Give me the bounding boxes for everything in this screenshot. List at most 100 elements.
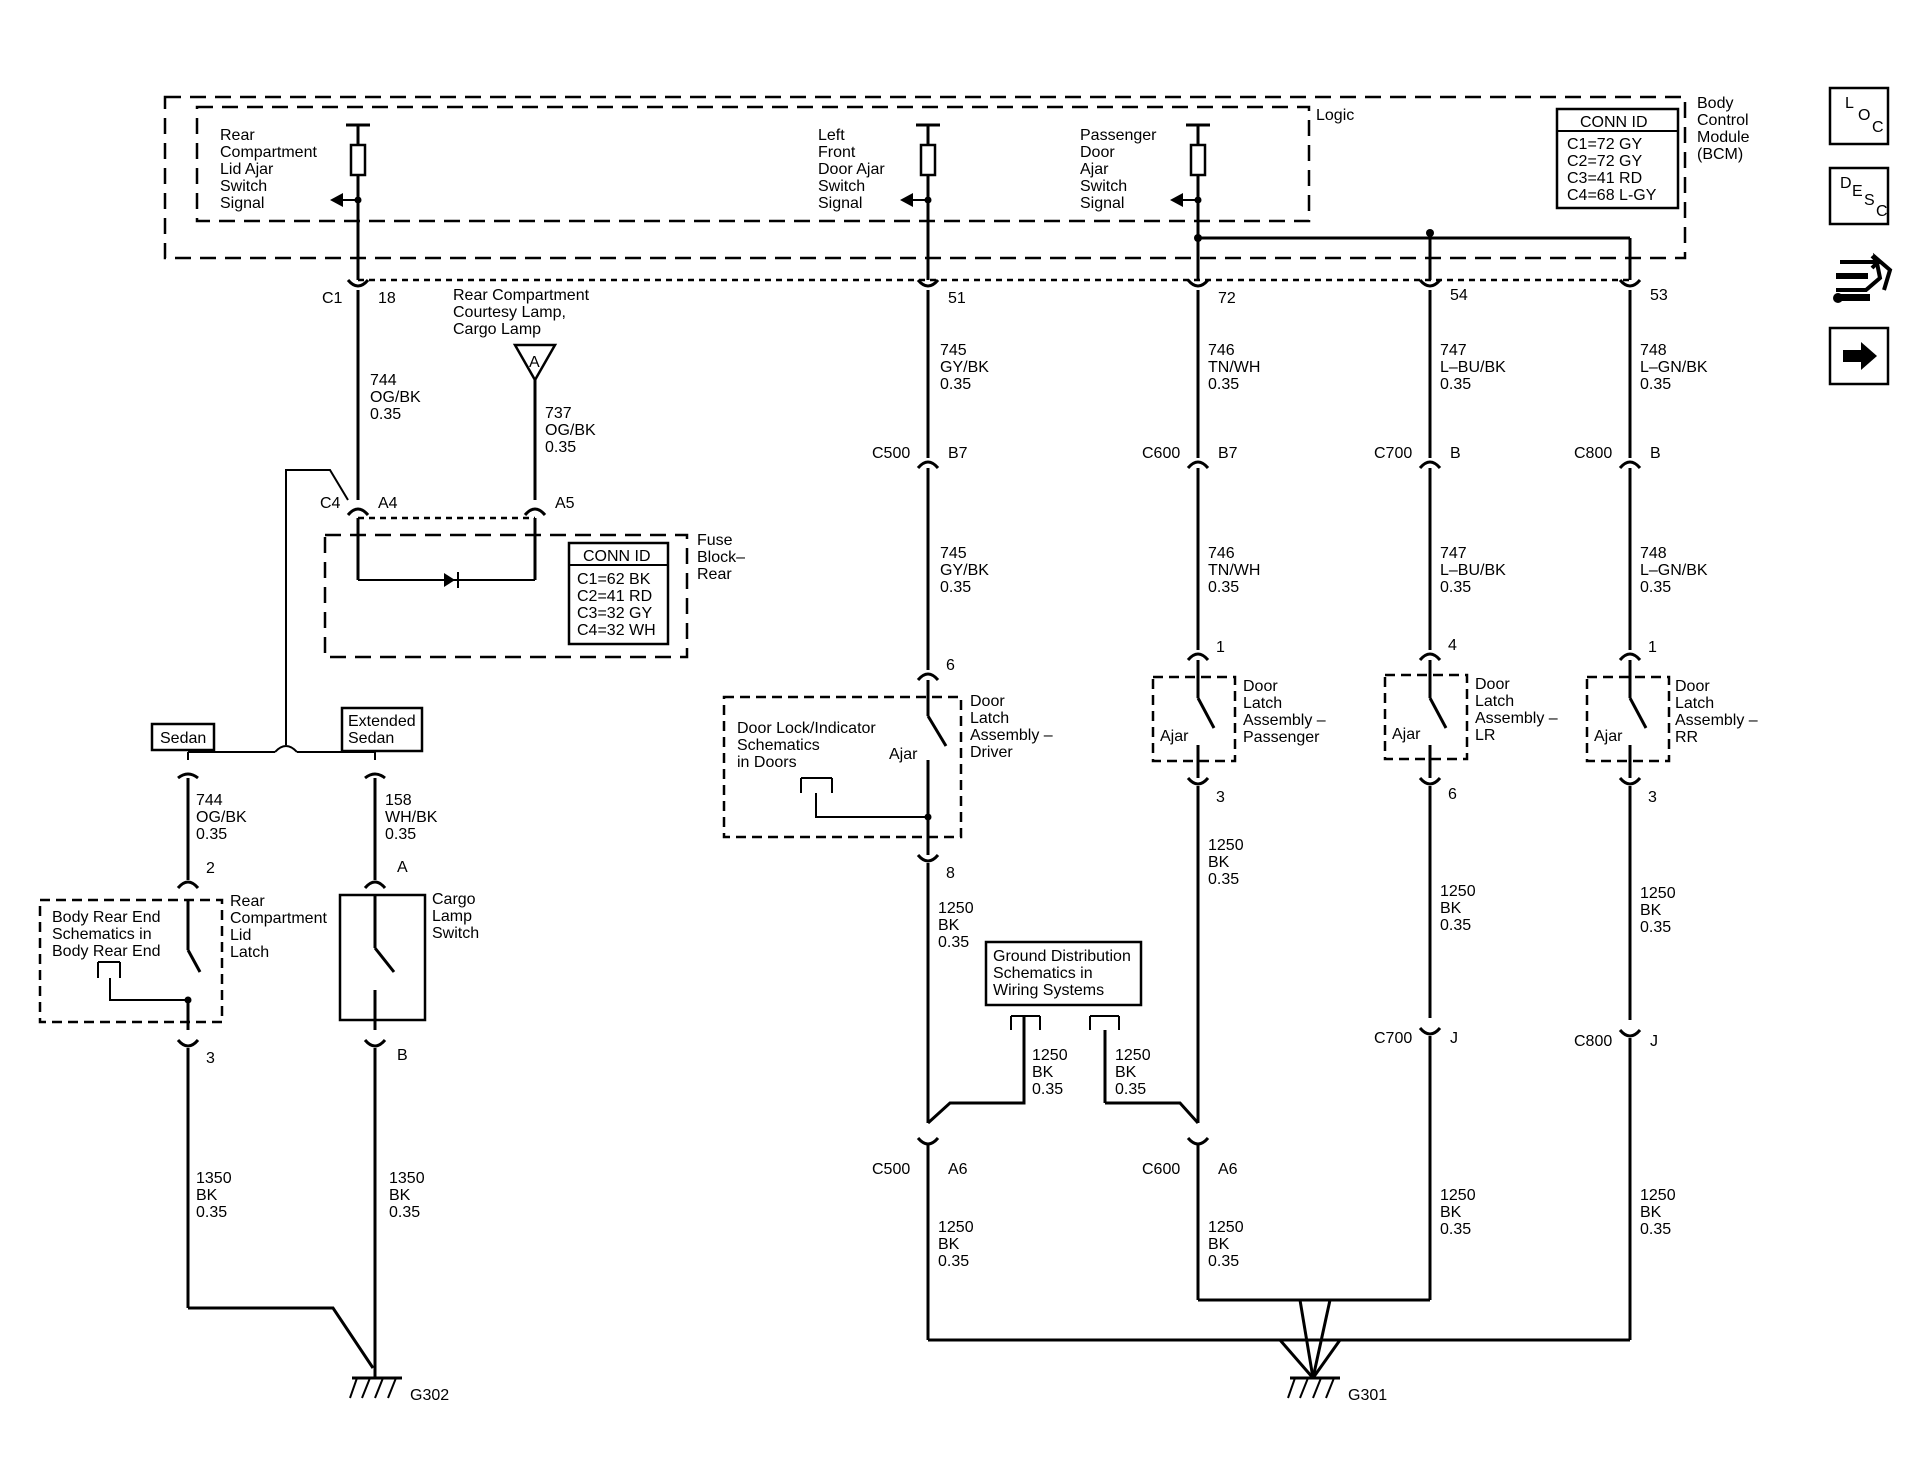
loc-icon: L	[1845, 95, 1854, 112]
svg-text:0.35: 0.35	[1640, 579, 1671, 596]
svg-text:BK: BK	[1032, 1064, 1054, 1081]
svg-text:Passenger: Passenger	[1243, 729, 1320, 746]
bcm-module: Logic Body Control Module (BCM) CONN ID …	[163, 95, 1750, 280]
wire-158-label: 158 WH/BK 0.35	[385, 792, 438, 843]
wire-1250c700-label: 1250 BK 0.35	[1440, 1187, 1476, 1238]
svg-text:A4: A4	[378, 495, 398, 512]
svg-text:G302: G302	[410, 1387, 449, 1404]
lr-door-circuit: 747 L–BU/BK 0.35 C700 B 747 L–BU/BK 0.35…	[1374, 290, 1558, 1300]
svg-text:Switch: Switch	[220, 178, 267, 195]
svg-text:G301: G301	[1348, 1387, 1387, 1404]
svg-text:OG/BK: OG/BK	[196, 809, 247, 826]
svg-text:L–GN/BK: L–GN/BK	[1640, 562, 1708, 579]
svg-text:Sedan: Sedan	[348, 730, 394, 747]
svg-text:Ajar: Ajar	[1160, 728, 1189, 745]
svg-text:0.35: 0.35	[389, 1204, 420, 1221]
svg-text:TN/WH: TN/WH	[1208, 562, 1260, 579]
svg-text:A5: A5	[555, 495, 575, 512]
wire-1250c600-label: 1250 BK 0.35	[1208, 1219, 1244, 1270]
svg-text:GY/BK: GY/BK	[940, 562, 989, 579]
svg-text:0.35: 0.35	[940, 376, 971, 393]
svg-text:747: 747	[1440, 545, 1467, 562]
svg-text:Schematics: Schematics	[737, 737, 820, 754]
svg-text:OG/BK: OG/BK	[370, 389, 421, 406]
svg-text:C700: C700	[1374, 445, 1412, 462]
description-view-button[interactable]: D E S C	[1828, 166, 1890, 226]
svg-text:BK: BK	[1115, 1064, 1137, 1081]
svg-text:1250: 1250	[938, 900, 974, 917]
svg-text:744: 744	[196, 792, 223, 809]
svg-text:Assembly –: Assembly –	[970, 727, 1053, 744]
svg-text:C: C	[1872, 119, 1884, 136]
connector-view-button[interactable]	[1833, 252, 1893, 303]
svg-text:Passenger: Passenger	[1080, 127, 1157, 144]
svg-text:Latch: Latch	[1475, 693, 1514, 710]
svg-text:Fuse: Fuse	[697, 532, 733, 549]
svg-text:746: 746	[1208, 545, 1235, 562]
wire-1250lr-label: 1250 BK 0.35	[1440, 883, 1476, 934]
svg-text:A6: A6	[1218, 1161, 1238, 1178]
svg-text:C500: C500	[872, 445, 910, 462]
svg-text:3: 3	[1216, 789, 1225, 806]
svg-text:Assembly –: Assembly –	[1475, 710, 1558, 727]
svg-text:C800: C800	[1574, 445, 1612, 462]
svg-text:1250: 1250	[1440, 1187, 1476, 1204]
svg-text:748: 748	[1640, 342, 1667, 359]
svg-text:B: B	[1450, 445, 1461, 462]
svg-text:CONN ID: CONN ID	[1580, 114, 1648, 131]
svg-text:0.35: 0.35	[1640, 1221, 1671, 1238]
svg-text:Schematics in: Schematics in	[52, 926, 152, 943]
bcm-name: Body Control Module (BCM)	[1697, 95, 1750, 163]
pin-72: 72	[1218, 290, 1236, 307]
svg-text:Compartment: Compartment	[220, 144, 317, 161]
bcm-conn-id-table: CONN ID C1=72 GY C2=72 GY C3=41 RD C4=68…	[1555, 107, 1680, 210]
svg-text:Switch: Switch	[432, 925, 479, 942]
wire-1250pass-label: 1250 BK 0.35	[1208, 837, 1244, 888]
svg-text:0.35: 0.35	[545, 439, 576, 456]
svg-text:Assembly –: Assembly –	[1243, 712, 1326, 729]
svg-text:Ajar: Ajar	[889, 746, 918, 763]
svg-text:BK: BK	[1208, 854, 1230, 871]
location-view-button[interactable]: L O C	[1828, 86, 1890, 146]
svg-text:Door Lock/Indicator: Door Lock/Indicator	[737, 720, 876, 737]
pin-51: 51	[948, 290, 966, 307]
svg-text:Wiring Systems: Wiring Systems	[993, 982, 1104, 999]
svg-text:BK: BK	[1640, 1204, 1662, 1221]
svg-text:1250: 1250	[1640, 885, 1676, 902]
ground-g301: G301	[928, 1298, 1630, 1404]
wire-745b-label: 745 GY/BK 0.35	[940, 545, 989, 596]
wire-747b-label: 747 L–BU/BK 0.35	[1440, 545, 1506, 596]
svg-text:C800: C800	[1574, 1033, 1612, 1050]
svg-text:1250: 1250	[1640, 1187, 1676, 1204]
svg-text:BK: BK	[1640, 902, 1662, 919]
svg-text:Cargo: Cargo	[432, 891, 476, 908]
svg-text:Left: Left	[818, 127, 845, 144]
svg-text:1250: 1250	[938, 1219, 974, 1236]
svg-text:0.35: 0.35	[385, 826, 416, 843]
svg-text:Latch: Latch	[230, 944, 269, 961]
svg-text:Cargo Lamp: Cargo Lamp	[453, 321, 541, 338]
bcm-logic-label: Logic	[1316, 107, 1354, 124]
wire-1350a-label: 1350 BK 0.35	[196, 1170, 232, 1221]
sedan-option	[150, 722, 216, 752]
svg-text:B: B	[1650, 445, 1661, 462]
svg-text:OG/BK: OG/BK	[545, 422, 596, 439]
svg-text:S: S	[1864, 192, 1875, 209]
svg-text:C700: C700	[1374, 1030, 1412, 1047]
svg-text:A6: A6	[948, 1161, 968, 1178]
svg-text:Assembly –: Assembly –	[1675, 712, 1758, 729]
svg-text:0.35: 0.35	[940, 579, 971, 596]
svg-text:0.35: 0.35	[196, 1204, 227, 1221]
svg-text:Module: Module	[1697, 129, 1750, 146]
svg-text:1: 1	[1648, 639, 1657, 656]
reference-triangle-a	[512, 343, 558, 383]
svg-text:Control: Control	[1697, 112, 1749, 129]
svg-text:A: A	[529, 354, 540, 371]
pin-54: 54	[1450, 287, 1468, 304]
svg-text:B: B	[397, 1047, 408, 1064]
svg-text:Signal: Signal	[818, 195, 862, 212]
svg-text:Latch: Latch	[1243, 695, 1282, 712]
svg-text:RR: RR	[1675, 729, 1698, 746]
next-page-button[interactable]	[1828, 326, 1890, 386]
svg-text:TN/WH: TN/WH	[1208, 359, 1260, 376]
